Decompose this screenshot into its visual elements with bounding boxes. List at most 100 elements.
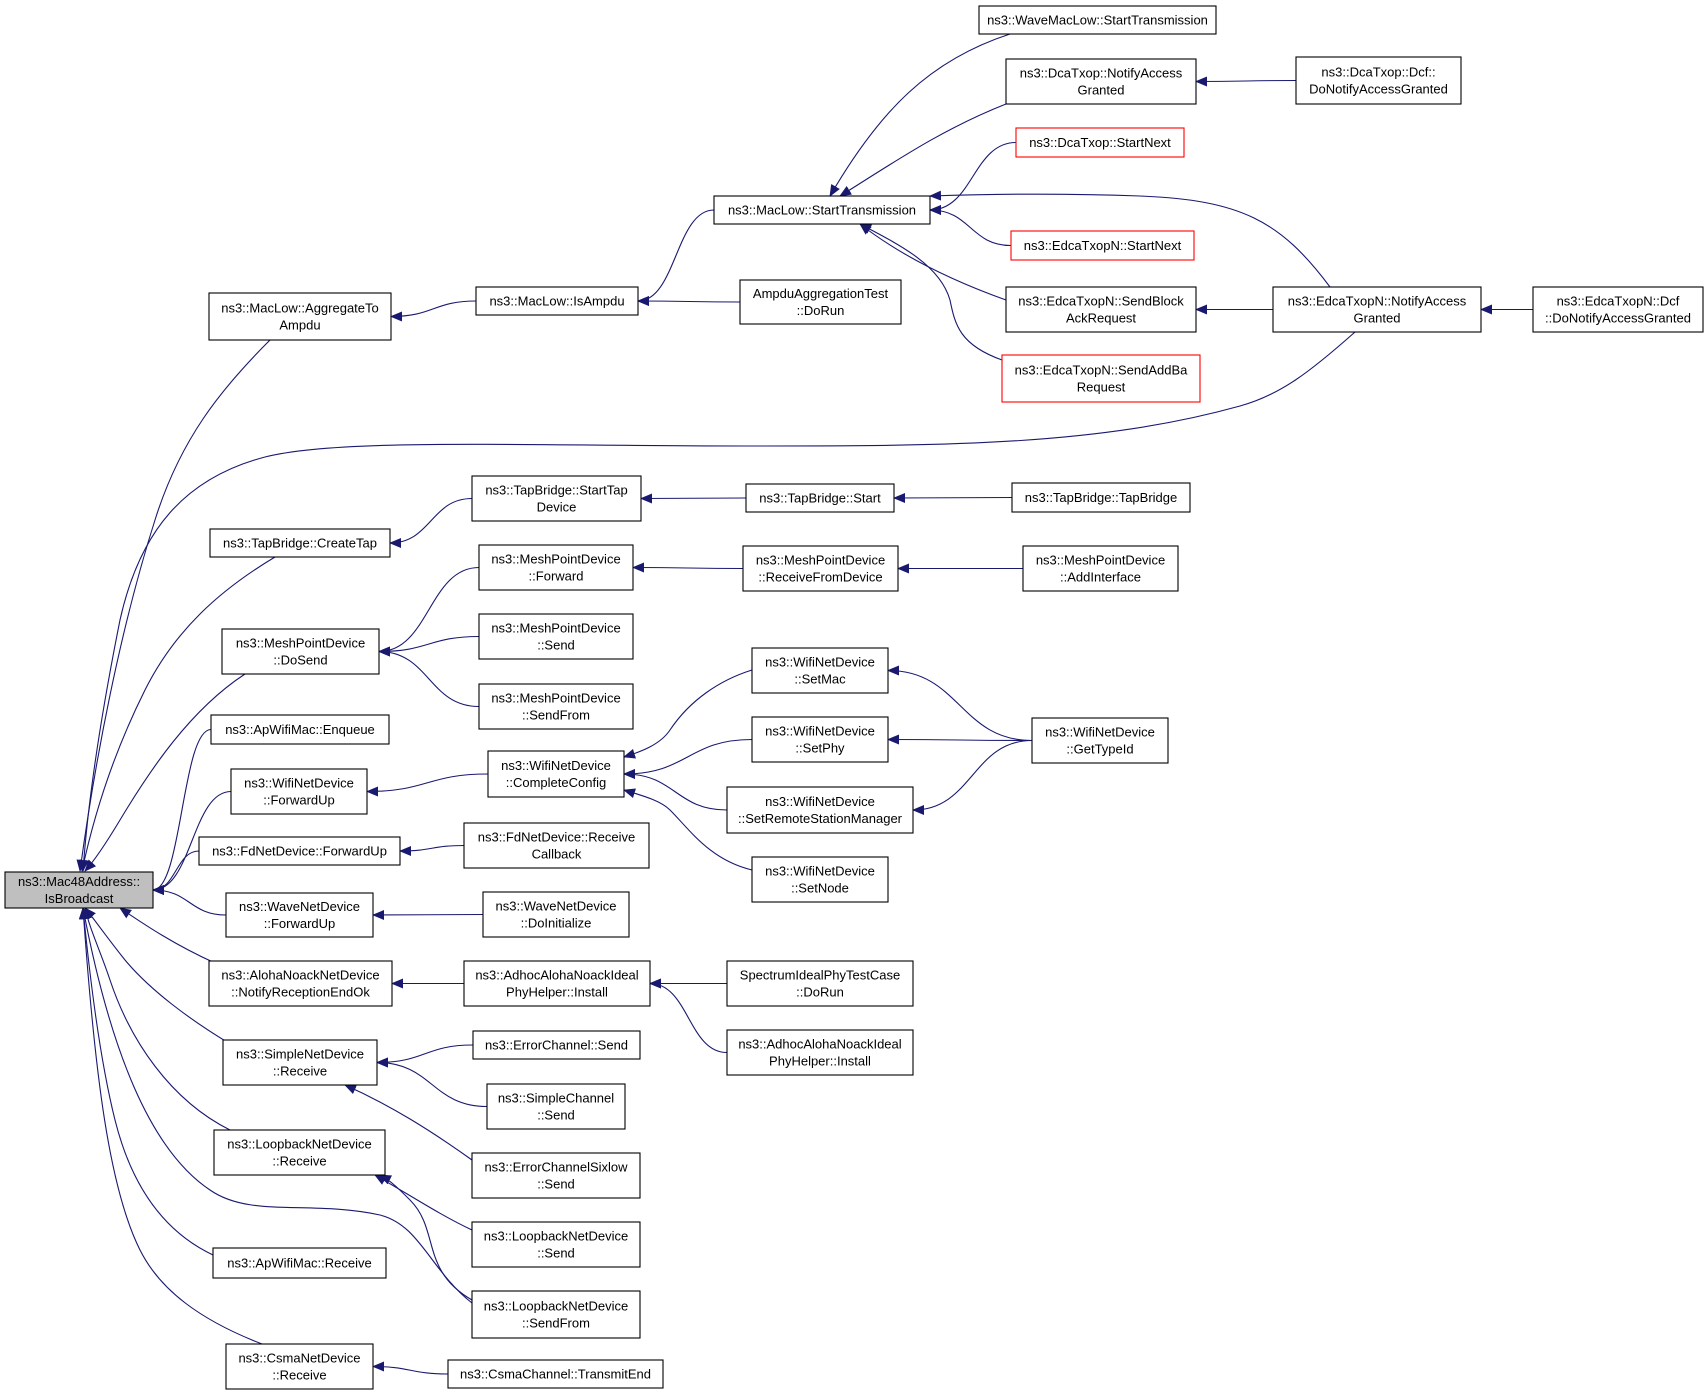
node-tapbridge-createtap[interactable]: ns3::TapBridge::CreateTap [209, 528, 391, 558]
node-label: Ampdu [279, 318, 320, 333]
node-mesh-dosend[interactable]: ns3::MeshPointDevice::DoSend [221, 628, 380, 675]
node-simplenet-receive[interactable]: ns3::SimpleNetDevice::Receive [222, 1039, 378, 1086]
node-apwifimac-receive[interactable]: ns3::ApWifiMac::Receive [212, 1247, 387, 1279]
node-mesh-forward[interactable]: ns3::MeshPointDevice::Forward [478, 544, 634, 591]
node-label: ::Send [537, 1246, 575, 1261]
node-dcatxop-dcf-donotify[interactable]: ns3::DcaTxop::Dcf::DoNotifyAccessGranted [1295, 56, 1462, 105]
node-box [478, 613, 634, 660]
node-adhoc-install-2[interactable]: ns3::AdhocAlohaNoackIdealPhyHelper::Inst… [726, 1029, 914, 1076]
edge-simplenet_receive-to-mac48_isbroadcast [84, 907, 233, 1046]
node-maclow-isampdu[interactable]: ns3::MacLow::IsAmpdu [475, 286, 639, 316]
edge-maclow_aggregatetoampdu-to-mac48_isbroadcast [76, 339, 271, 872]
node-wifinet-forwardup[interactable]: ns3::WifiNetDevice::ForwardUp [230, 768, 368, 815]
node-simplechannel-send[interactable]: ns3::SimpleChannel::Send [486, 1083, 626, 1130]
node-label: AmpduAggregationTest [753, 286, 889, 301]
node-label: Granted [1354, 311, 1401, 326]
node-wifinet-completeconfig[interactable]: ns3::WifiNetDevice::CompleteConfig [487, 750, 625, 798]
node-mesh-receivefromdevice[interactable]: ns3::MeshPointDevice::ReceiveFromDevice [742, 545, 899, 592]
node-wifinet-setnode[interactable]: ns3::WifiNetDevice::SetNode [751, 856, 889, 903]
node-csmanet-receive[interactable]: ns3::CsmaNetDevice::Receive [225, 1343, 374, 1390]
node-box [1011, 482, 1191, 513]
node-box [1295, 56, 1462, 105]
node-apwifimac-enqueue[interactable]: ns3::ApWifiMac::Enqueue [210, 714, 390, 745]
node-loopback-sendfrom[interactable]: ns3::LoopbackNetDevice::SendFrom [471, 1290, 641, 1339]
node-fdnet-forwardup[interactable]: ns3::FdNetDevice::ForwardUp [198, 836, 401, 866]
node-edcatxopn-notifyaccessgranted[interactable]: ns3::EdcaTxopN::NotifyAccessGranted [1272, 286, 1482, 333]
node-wavenet-doinitialize[interactable]: ns3::WaveNetDevice::DoInitialize [482, 891, 630, 938]
edge-line [623, 738, 753, 779]
edge-line [839, 103, 1007, 197]
node-box [1015, 127, 1185, 158]
node-label: ns3::AlohaNoackNetDevice [221, 968, 379, 983]
edge-line [632, 562, 744, 573]
edge-line [829, 33, 1011, 197]
node-wavemaclow-starttransmission[interactable]: ns3::WaveMacLow::StartTransmission [978, 5, 1217, 35]
node-label: ::SetNode [791, 881, 849, 896]
edge-line [379, 1174, 473, 1301]
node-mesh-addinterface[interactable]: ns3::MeshPointDevice::AddInterface [1022, 545, 1179, 592]
edge-line [119, 907, 216, 964]
node-label: ns3::MeshPointDevice [1036, 553, 1165, 568]
node-label: ::DoNotifyAccessGranted [1545, 311, 1691, 326]
node-box [209, 528, 391, 558]
node-box [463, 960, 651, 1007]
node-label: ns3::WaveMacLow::StartTransmission [987, 13, 1208, 28]
node-label: ns3::DcaTxop::StartNext [1029, 135, 1171, 150]
node-wifinet-setmac[interactable]: ns3::WifiNetDevice::SetMac [751, 647, 889, 694]
node-wavenet-forwardup[interactable]: ns3::WaveNetDevice::ForwardUp [225, 892, 374, 938]
edge-line [640, 493, 747, 504]
edge-line [623, 669, 753, 759]
edge-fdnet_receivecallback-to-fdnet_forwardup [399, 844, 465, 856]
node-label: ns3::ApWifiMac::Receive [227, 1256, 372, 1271]
edge-line [79, 907, 214, 1256]
node-tapbridge-tapbridge[interactable]: ns3::TapBridge::TapBridge [1011, 482, 1191, 513]
node-wifinet-gettypeid[interactable]: ns3::WifiNetDevice::GetTypeId [1031, 717, 1169, 764]
edge-edcatxopn_notifyaccessgranted-to-mac48_isbroadcast [78, 331, 1356, 872]
node-label: ::AddInterface [1060, 570, 1141, 585]
node-wifinet-setremote[interactable]: ns3::WifiNetDevice::SetRemoteStationMana… [726, 786, 914, 834]
node-wifinet-setphy[interactable]: ns3::WifiNetDevice::SetPhy [751, 716, 889, 763]
node-csmachannel-transmitend[interactable]: ns3::CsmaChannel::TransmitEnd [447, 1359, 664, 1389]
node-mesh-send[interactable]: ns3::MeshPointDevice::Send [478, 613, 634, 660]
edge-wavenet_doinitialize-to-wavenet_forwardup [372, 909, 484, 920]
node-spectrum-dorun[interactable]: SpectrumIdealPhyTestCase::DoRun [726, 960, 914, 1007]
node-label: ::ForwardUp [264, 916, 336, 931]
node-label: ::Send [537, 1177, 575, 1192]
edge-line [152, 885, 227, 916]
edge-line [152, 850, 200, 895]
node-box [471, 1290, 641, 1339]
node-label: ::SetPhy [795, 741, 845, 756]
node-box [463, 822, 650, 869]
edges-layer [76, 33, 1533, 1375]
edge-line [79, 556, 276, 872]
node-aloha-notifyreception[interactable]: ns3::AlohaNoackNetDevice::NotifyReceptio… [208, 960, 393, 1007]
node-tapbridge-start[interactable]: ns3::TapBridge::Start [745, 483, 895, 513]
node-mac48-isbroadcast[interactable]: ns3::Mac48Address::IsBroadcast [4, 871, 154, 909]
edge-line [82, 907, 231, 1131]
node-label: ns3::CsmaChannel::TransmitEnd [460, 1367, 651, 1382]
node-mesh-sendfrom[interactable]: ns3::MeshPointDevice::SendFrom [478, 683, 634, 730]
node-loopback-receive[interactable]: ns3::LoopbackNetDevice::Receive [213, 1129, 386, 1176]
node-maclow-starttransmission[interactable]: ns3::MacLow::StartTransmission [713, 195, 931, 225]
node-loopback-send[interactable]: ns3::LoopbackNetDevice::Send [471, 1221, 641, 1268]
node-ampdu-test-dorun[interactable]: AmpduAggregationTest::DoRun [739, 279, 902, 325]
node-errorchannelsixlow-send[interactable]: ns3::ErrorChannelSixlow::Send [471, 1152, 641, 1199]
edge-wavemaclow_starttransmission-to-maclow_starttransmission [829, 33, 1011, 197]
node-edcatxopn-startnext[interactable]: ns3::EdcaTxopN::StartNext [1010, 230, 1195, 261]
node-dcatxop-notifyaccessgranted[interactable]: ns3::DcaTxop::NotifyAccessGranted [1005, 58, 1197, 105]
node-label: ns3::EdcaTxopN::NotifyAccess [1288, 294, 1467, 309]
node-adhoc-install-1[interactable]: ns3::AdhocAlohaNoackIdealPhyHelper::Inst… [463, 960, 651, 1007]
node-edcatxopn-dcf-donotify[interactable]: ns3::EdcaTxopN::Dcf::DoNotifyAccessGrant… [1532, 286, 1704, 333]
node-label: ::ForwardUp [263, 793, 335, 808]
node-label: Granted [1078, 83, 1125, 98]
node-label: ns3::SimpleChannel [498, 1091, 614, 1106]
node-dcatxop-startnext[interactable]: ns3::DcaTxop::StartNext [1015, 127, 1185, 158]
node-errorchannel-send[interactable]: ns3::ErrorChannel::Send [472, 1030, 641, 1060]
edge-edcatxopn_notifyaccessgranted-to-maclow_starttransmission [929, 190, 1331, 288]
edge-line [623, 788, 753, 871]
